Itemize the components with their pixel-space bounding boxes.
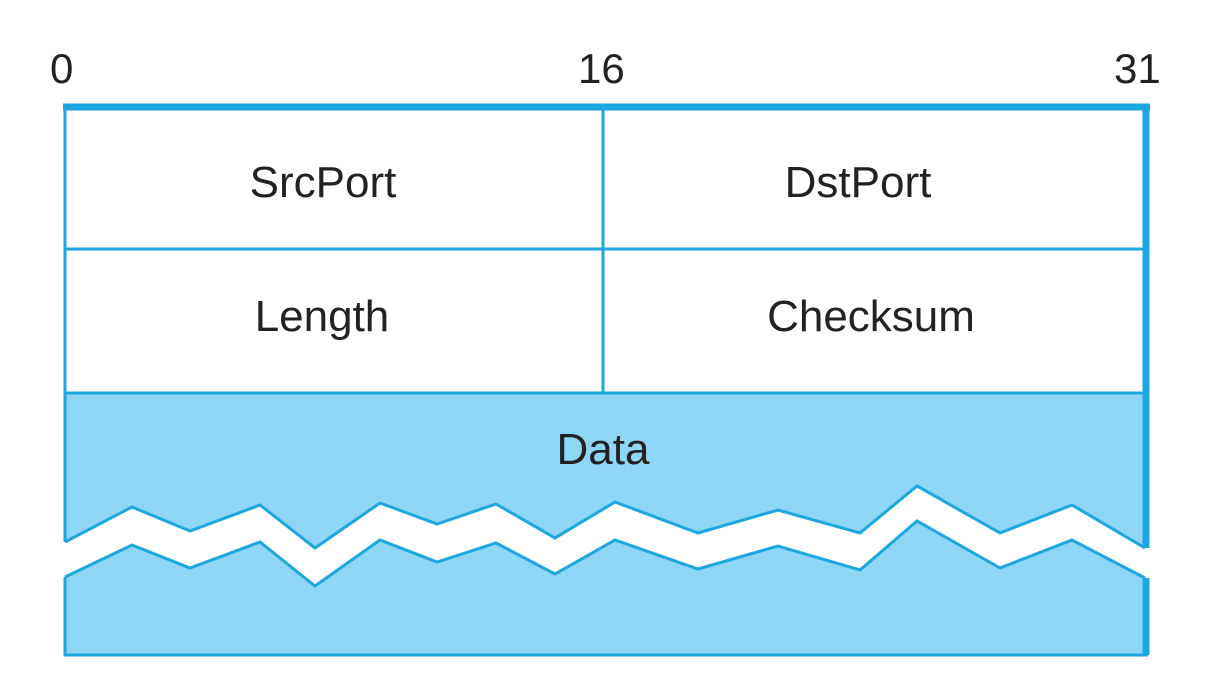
field-length: Length xyxy=(255,292,390,341)
bit-label-31: 31 xyxy=(1114,45,1161,92)
bit-label-0: 0 xyxy=(50,45,74,92)
data-region-upper xyxy=(65,393,1145,548)
field-dstport: DstPort xyxy=(785,158,932,207)
break-line-lower xyxy=(64,519,1146,588)
bit-label-16: 16 xyxy=(578,45,625,92)
data-region-lower xyxy=(65,521,1145,655)
break-line-upper xyxy=(64,484,1146,550)
field-checksum: Checksum xyxy=(767,292,975,341)
field-data: Data xyxy=(557,425,650,474)
field-srcport: SrcPort xyxy=(250,158,397,207)
